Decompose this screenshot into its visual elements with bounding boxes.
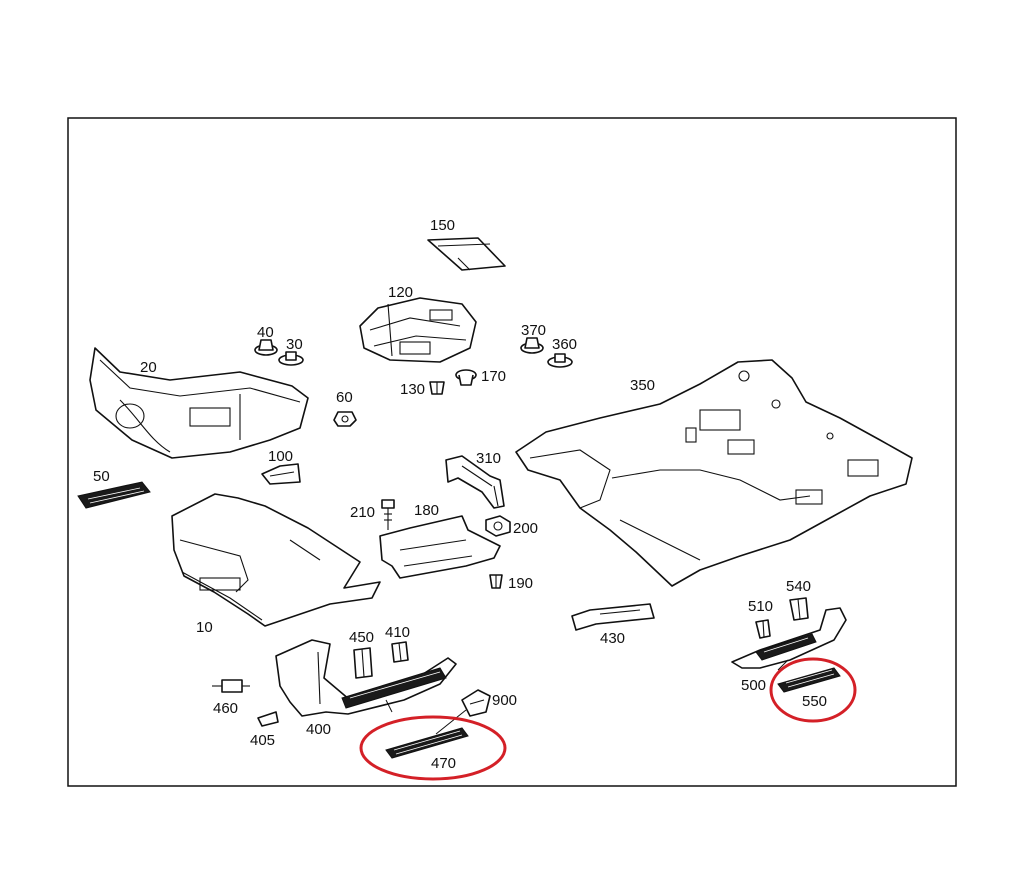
part-130-clip[interactable]	[429, 381, 445, 395]
callout-190: 190	[508, 575, 533, 592]
part-180-cover[interactable]	[379, 515, 501, 579]
part-370-grommet[interactable]	[520, 337, 544, 354]
part-200-nut[interactable]	[485, 515, 511, 537]
callout-60: 60	[336, 389, 353, 406]
part-190-clip[interactable]	[489, 574, 503, 589]
callout-20: 20	[140, 359, 157, 376]
callout-405: 405	[250, 732, 275, 749]
callout-450: 450	[349, 629, 374, 646]
callout-10: 10	[196, 619, 213, 636]
part-100-bracket[interactable]	[261, 463, 301, 485]
callout-120: 120	[388, 284, 413, 301]
part-40-grommet[interactable]	[254, 339, 278, 356]
callout-470: 470	[431, 755, 456, 772]
callout-180: 180	[414, 502, 439, 519]
part-210-bolt[interactable]	[381, 499, 395, 530]
part-400-sill-panel[interactable]	[275, 639, 457, 717]
callout-360: 360	[552, 336, 577, 353]
part-170-nut[interactable]	[455, 369, 477, 386]
callout-900: 900	[492, 692, 517, 709]
part-30-nut[interactable]	[278, 351, 304, 366]
part-430-trim[interactable]	[571, 603, 655, 631]
callout-430: 430	[600, 630, 625, 647]
part-450-clip[interactable]	[353, 647, 373, 679]
callout-labels: 150 120 40 30 370 360 20 130 170 350 60 …	[93, 217, 827, 772]
part-900-label[interactable]	[461, 689, 491, 717]
part-500-sill-panel[interactable]	[731, 607, 847, 669]
callout-210: 210	[350, 504, 375, 521]
callout-200: 200	[513, 520, 538, 537]
part-510-clip[interactable]	[755, 619, 771, 639]
callout-500: 500	[741, 677, 766, 694]
part-50-mat[interactable]	[77, 481, 151, 509]
callout-510: 510	[748, 598, 773, 615]
callout-410: 410	[385, 624, 410, 641]
callout-50: 50	[93, 468, 110, 485]
leader-lines	[385, 659, 789, 735]
part-350-rear-carpet[interactable]	[515, 359, 913, 587]
part-310-trim[interactable]	[445, 455, 505, 509]
part-20-insulation[interactable]	[89, 347, 309, 459]
callout-350: 350	[630, 377, 655, 394]
part-405-clip[interactable]	[257, 711, 279, 727]
callout-40: 40	[257, 324, 274, 341]
part-540-clip[interactable]	[789, 597, 809, 621]
part-460-switch[interactable]	[212, 679, 250, 693]
callout-100: 100	[268, 448, 293, 465]
highlight-ring-550	[769, 657, 857, 723]
callout-540: 540	[786, 578, 811, 595]
callout-170: 170	[481, 368, 506, 385]
highlight-ring-470	[359, 715, 507, 781]
callout-370: 370	[521, 322, 546, 339]
part-120-bracket[interactable]	[359, 297, 477, 363]
callout-130: 130	[400, 381, 425, 398]
part-10-front-carpet[interactable]	[171, 493, 381, 627]
part-60-nut[interactable]	[333, 411, 357, 427]
callout-550: 550	[802, 693, 827, 710]
callout-400: 400	[306, 721, 331, 738]
callout-30: 30	[286, 336, 303, 353]
callout-150: 150	[430, 217, 455, 234]
diagram-frame	[67, 117, 957, 787]
callout-310: 310	[476, 450, 501, 467]
part-470-sill-insert[interactable]	[385, 727, 469, 759]
callout-460: 460	[213, 700, 238, 717]
part-150-pad[interactable]	[427, 237, 506, 271]
part-550-sill-insert[interactable]	[777, 667, 841, 693]
part-360-nut[interactable]	[547, 353, 573, 368]
part-410-clip[interactable]	[391, 641, 409, 663]
